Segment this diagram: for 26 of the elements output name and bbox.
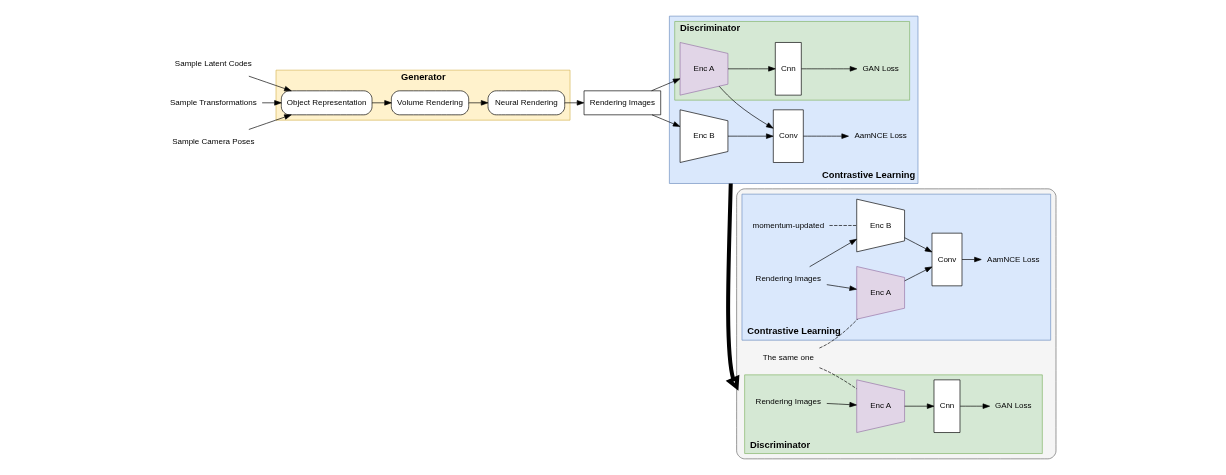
arrow <box>727 133 774 139</box>
arrow <box>803 133 849 139</box>
arrow <box>904 237 933 253</box>
arrow <box>371 100 392 106</box>
arrow <box>904 403 935 409</box>
arrow <box>826 401 857 408</box>
arrow <box>651 78 681 92</box>
arrow <box>809 238 857 268</box>
arrow <box>826 284 857 291</box>
arrow <box>801 66 858 72</box>
arrow <box>468 100 489 106</box>
arrow <box>248 114 292 130</box>
arrow <box>961 256 982 263</box>
arrow <box>904 266 933 282</box>
arrow <box>959 403 990 409</box>
arrow <box>564 100 585 106</box>
arrow <box>727 66 776 72</box>
cluster <box>736 188 1057 460</box>
connector <box>829 225 857 226</box>
arrow <box>718 85 774 129</box>
arrow <box>261 100 282 106</box>
arrow <box>248 75 292 92</box>
arrow <box>725 183 740 391</box>
connector <box>819 367 857 390</box>
connector <box>819 318 858 349</box>
arrow <box>651 114 681 127</box>
